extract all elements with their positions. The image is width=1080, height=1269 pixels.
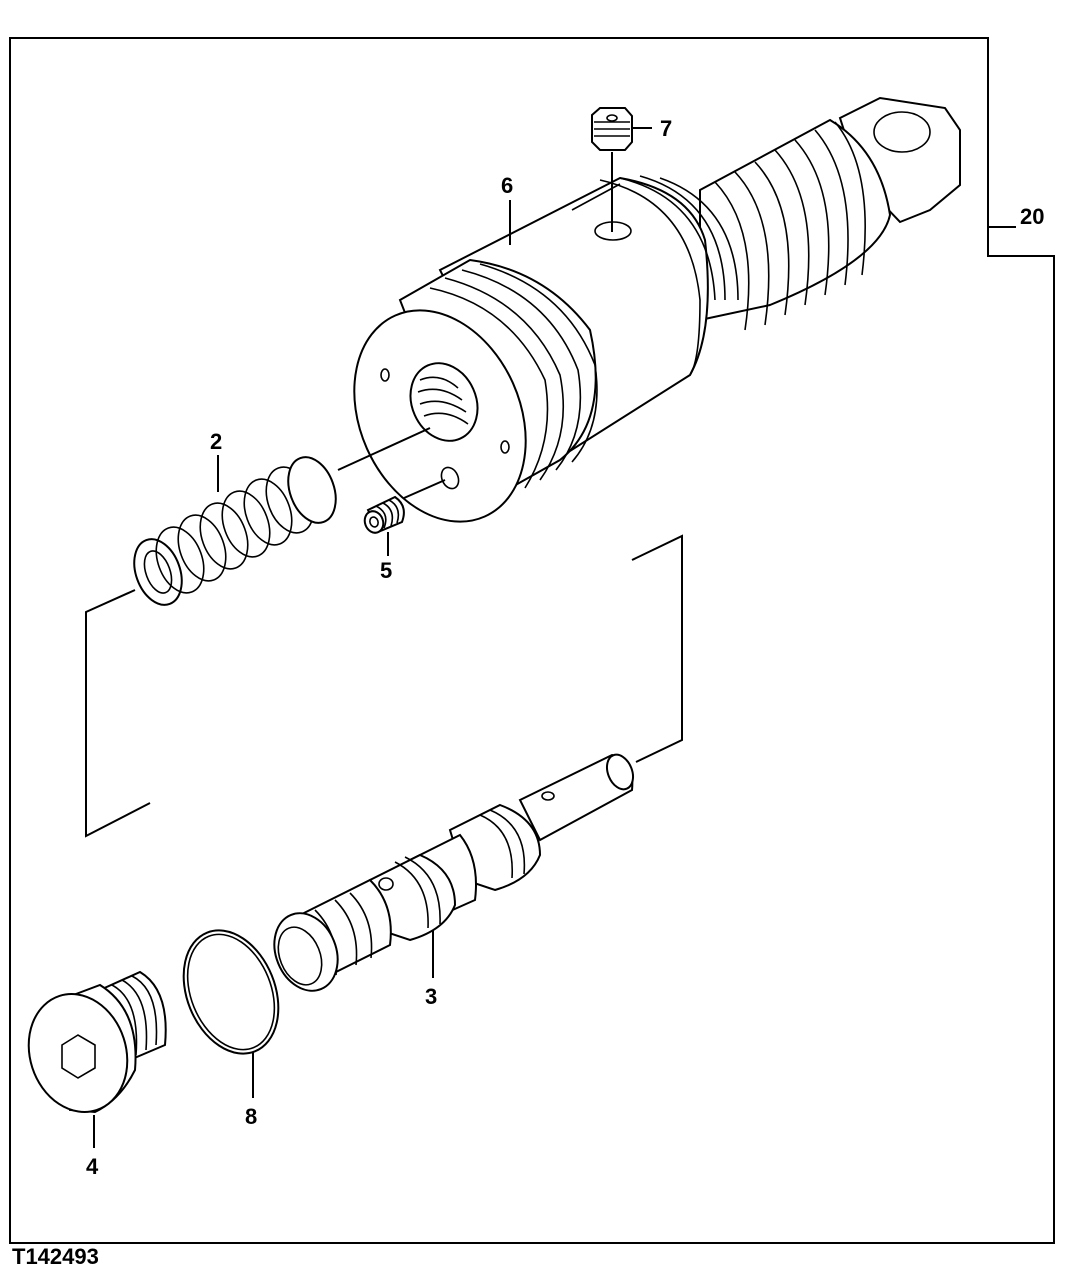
- callout-6: 6: [501, 173, 513, 198]
- set-screw-part-5: [363, 495, 405, 534]
- callout-3: 3: [425, 984, 437, 1009]
- explode-line-right: [631, 534, 683, 763]
- valve-body: [353, 96, 961, 523]
- spool-part-3: [273, 753, 635, 992]
- callout-7: 7: [660, 116, 672, 141]
- callout-4: 4: [86, 1154, 99, 1179]
- assembly-frame: [9, 37, 1055, 1244]
- plug-part-7: [591, 107, 633, 151]
- callout-2: 2: [210, 429, 222, 454]
- callout-20: 20: [1020, 204, 1044, 229]
- figure-id: T142493: [12, 1244, 99, 1269]
- explode-line-left: [85, 589, 151, 838]
- callout-8: 8: [245, 1104, 257, 1129]
- callout-5: 5: [380, 558, 392, 583]
- spring-part-2: [133, 456, 337, 606]
- o-ring-part-8: [182, 929, 280, 1055]
- plug-part-4: [27, 970, 167, 1114]
